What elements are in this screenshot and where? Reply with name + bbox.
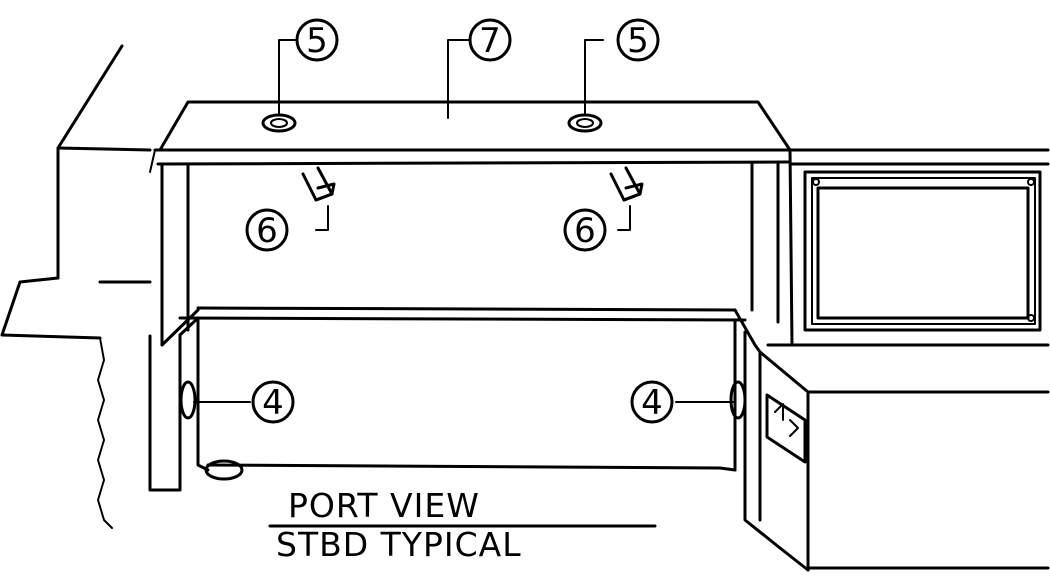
callout-side-hole-left: 4 — [251, 380, 295, 424]
callout-light-left: 6 — [245, 208, 289, 252]
caption: PORT VIEW STBD TYPICAL — [268, 486, 657, 564]
light-right — [609, 166, 644, 202]
callout-side-hole-left-label: 4 — [262, 383, 284, 423]
caption-line-2: STBD TYPICAL — [276, 525, 522, 564]
callout-fastener-right: 5 — [616, 18, 660, 62]
fastener-left — [261, 113, 297, 133]
callout-light-right-label: 6 — [574, 211, 596, 251]
left-bulkhead — [0, 44, 152, 529]
leader-lines — [193, 39, 736, 403]
callout-side-hole-right: 4 — [630, 380, 674, 424]
connector-plate — [765, 393, 807, 464]
callout-panel-top: 7 — [468, 18, 512, 62]
top-panel — [149, 100, 792, 173]
callout-light-left-label: 6 — [256, 211, 278, 251]
floor-hole — [204, 459, 244, 481]
fastener-right — [567, 113, 603, 133]
right-console — [758, 148, 1050, 572]
callout-fastener-left-label: 5 — [306, 21, 328, 61]
callout-side-hole-right-label: 4 — [641, 383, 663, 423]
callout-fastener-left: 5 — [295, 18, 339, 62]
callout-fastener-right-label: 5 — [627, 21, 649, 61]
caption-line-1: PORT VIEW — [288, 486, 480, 525]
callout-light-right: 6 — [563, 208, 607, 252]
side-hole-left — [179, 380, 197, 420]
cabinet-body — [148, 160, 782, 550]
side-hole-right — [729, 380, 747, 420]
light-left — [301, 166, 336, 202]
callout-panel-top-label: 7 — [479, 21, 501, 61]
